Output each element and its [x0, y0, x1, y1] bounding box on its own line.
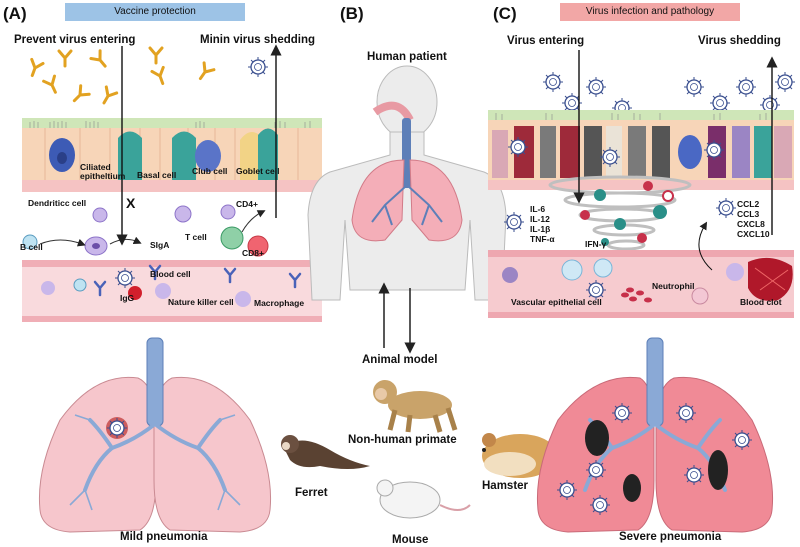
vessel-c-cells [502, 258, 744, 305]
virus-icon [247, 56, 269, 78]
club-cell [195, 140, 221, 172]
panel-a-banner-bg [65, 3, 245, 21]
dendritic-label: Dendriticc cell [28, 198, 87, 208]
virus-icon [599, 146, 621, 168]
virus-icon [114, 267, 136, 289]
primate-label: Non-human primate [348, 434, 457, 446]
neutrophil-label: Neutrophil [652, 281, 695, 291]
antibody-icons [25, 46, 216, 108]
goblet-label: Goblet cell [236, 166, 280, 176]
vessel-c [488, 250, 794, 318]
panel-a-banner: Vaccine protection [114, 6, 196, 17]
cd4-label: CD4+ [236, 199, 258, 209]
vascular-label: Vascular epithelial cell [511, 297, 602, 307]
virus-icon [507, 136, 529, 158]
panel-b-letter: (B) [340, 4, 364, 23]
prevent-label: Prevent virus entering [14, 34, 136, 46]
panel-c-letter: (C) [493, 4, 517, 23]
virus-icon [503, 211, 525, 233]
entering-label: Virus entering [507, 35, 585, 47]
clot-label: Blood clot [740, 297, 782, 307]
virus-icon [715, 197, 737, 219]
block-cross: X [126, 195, 136, 211]
human-label: Human patient [367, 51, 447, 63]
cytokine-0: IL-6 [530, 204, 546, 214]
panel-a-letter: (A) [3, 4, 27, 23]
primate-figure [373, 380, 458, 433]
blood-cell-label: Blood cell [150, 269, 191, 279]
blood-clot [748, 257, 793, 301]
human-body [307, 65, 507, 301]
immune-cells [22, 204, 269, 257]
basal-cell [118, 131, 142, 180]
mouse-label: Mouse [392, 534, 429, 546]
cd8-label: CD8+ [242, 248, 264, 258]
vessel-cells [41, 264, 302, 307]
cytokine-1: IL-12 [530, 214, 550, 224]
shedding-label: Virus shedding [698, 35, 781, 47]
tcell-label: T cell [185, 232, 207, 242]
macrophage-label: Macrophage [254, 298, 305, 308]
siga-label: SIgA [150, 240, 170, 250]
mouse-figure [376, 479, 471, 519]
chemokine-1: CCL3 [737, 209, 760, 219]
cytokine-2: IL-1β [530, 224, 551, 234]
hamster-figure [482, 433, 558, 478]
ferret-label: Ferret [295, 487, 328, 499]
chemokine-3: CXCL10 [737, 229, 770, 239]
virus-icon [703, 139, 725, 161]
ifn-label: IFN-γ [585, 239, 607, 249]
ciliated-label: Ciliated epitheltium [80, 162, 126, 181]
minin-label: Minin virus shedding [200, 34, 316, 46]
cytokine-3: TNF-α [530, 234, 555, 244]
bcell-label: B cell [20, 242, 43, 252]
panel-c-banner: Virus infection and pathology [585, 6, 715, 17]
blood-vessel [22, 260, 322, 322]
mild-lung [38, 337, 272, 533]
severe-caption: Severe pneumonia [619, 531, 722, 543]
club-label: Club cell [192, 166, 228, 176]
chemokine-2: CXCL8 [737, 219, 765, 229]
mild-caption: Mild pneumonia [120, 531, 208, 543]
severe-lung [536, 337, 774, 533]
hamster-label: Hamster [482, 480, 529, 492]
basal-label: Basal cell [137, 170, 177, 180]
chemokine-0: CCL2 [737, 199, 760, 209]
nk-label: Nature killer cell [168, 297, 234, 307]
ferret-figure [281, 435, 370, 469]
igg-label: IgG [120, 293, 135, 303]
animal-label: Animal model [362, 354, 438, 366]
panel-c-banner-bg [560, 3, 740, 21]
